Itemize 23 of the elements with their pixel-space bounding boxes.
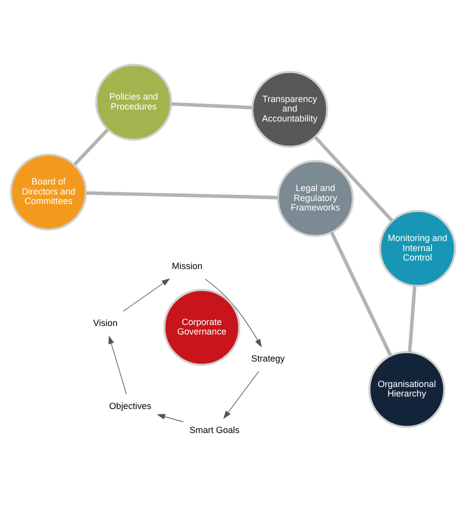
node-text: Vision: [93, 318, 118, 328]
arrow: [204, 278, 262, 347]
node-text: Objectives: [109, 400, 152, 411]
arrow: [122, 278, 170, 312]
arrow: [108, 335, 127, 394]
connector: [86, 190, 278, 199]
node-circle: Transparency and Accountability: [251, 70, 328, 148]
node-circle: Policies and Procedures: [95, 63, 172, 140]
connector: [408, 285, 416, 352]
connector: [330, 231, 392, 356]
connector: [171, 102, 252, 109]
connector: [73, 128, 110, 166]
arrow: [156, 413, 184, 422]
connector: [314, 135, 394, 222]
node-circle: Board of Directors and Committees: [10, 153, 87, 230]
node-circle: Organisational Hierarchy: [368, 350, 446, 428]
node-circle: Legal and Regulatory Frameworks: [276, 160, 354, 236]
node-text: Smart Goals: [190, 424, 240, 435]
arrow: [223, 370, 260, 418]
node-text: Strategy: [251, 352, 285, 363]
node-text: Mission: [172, 260, 202, 270]
node-circle: Monitoring and Internal Control: [379, 209, 456, 286]
node-circle: Corporate Governance: [163, 288, 240, 366]
